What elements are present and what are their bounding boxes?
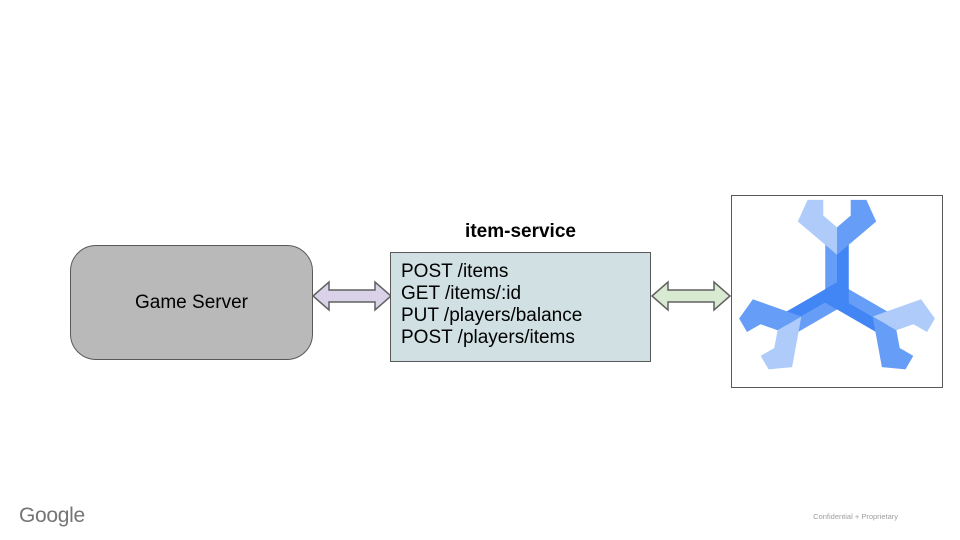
bidirectional-arrow-service-db	[650, 280, 732, 312]
cloud-spanner-icon	[739, 199, 935, 369]
bidirectional-arrow-game-service	[311, 280, 393, 312]
arrow-shape	[650, 280, 732, 312]
arrow-shape	[311, 280, 393, 312]
spanner-hub	[825, 281, 849, 310]
database-node	[731, 195, 943, 388]
game-server-label: Game Server	[135, 291, 248, 313]
item-service-title: item-service	[465, 221, 576, 242]
item-service-node: POST /items GET /items/:id PUT /players/…	[390, 252, 651, 362]
endpoint-post-items: POST /items	[401, 261, 509, 282]
confidential-note: Confidential + Proprietary	[813, 512, 898, 521]
endpoint-put-balance: PUT /players/balance	[401, 305, 583, 326]
endpoint-post-player-items: POST /players/items	[401, 327, 575, 348]
spanner-arm-up	[797, 199, 877, 304]
google-logo: Google	[19, 504, 85, 527]
endpoint-get-item: GET /items/:id	[401, 283, 522, 304]
game-server-node: Game Server	[70, 245, 313, 360]
